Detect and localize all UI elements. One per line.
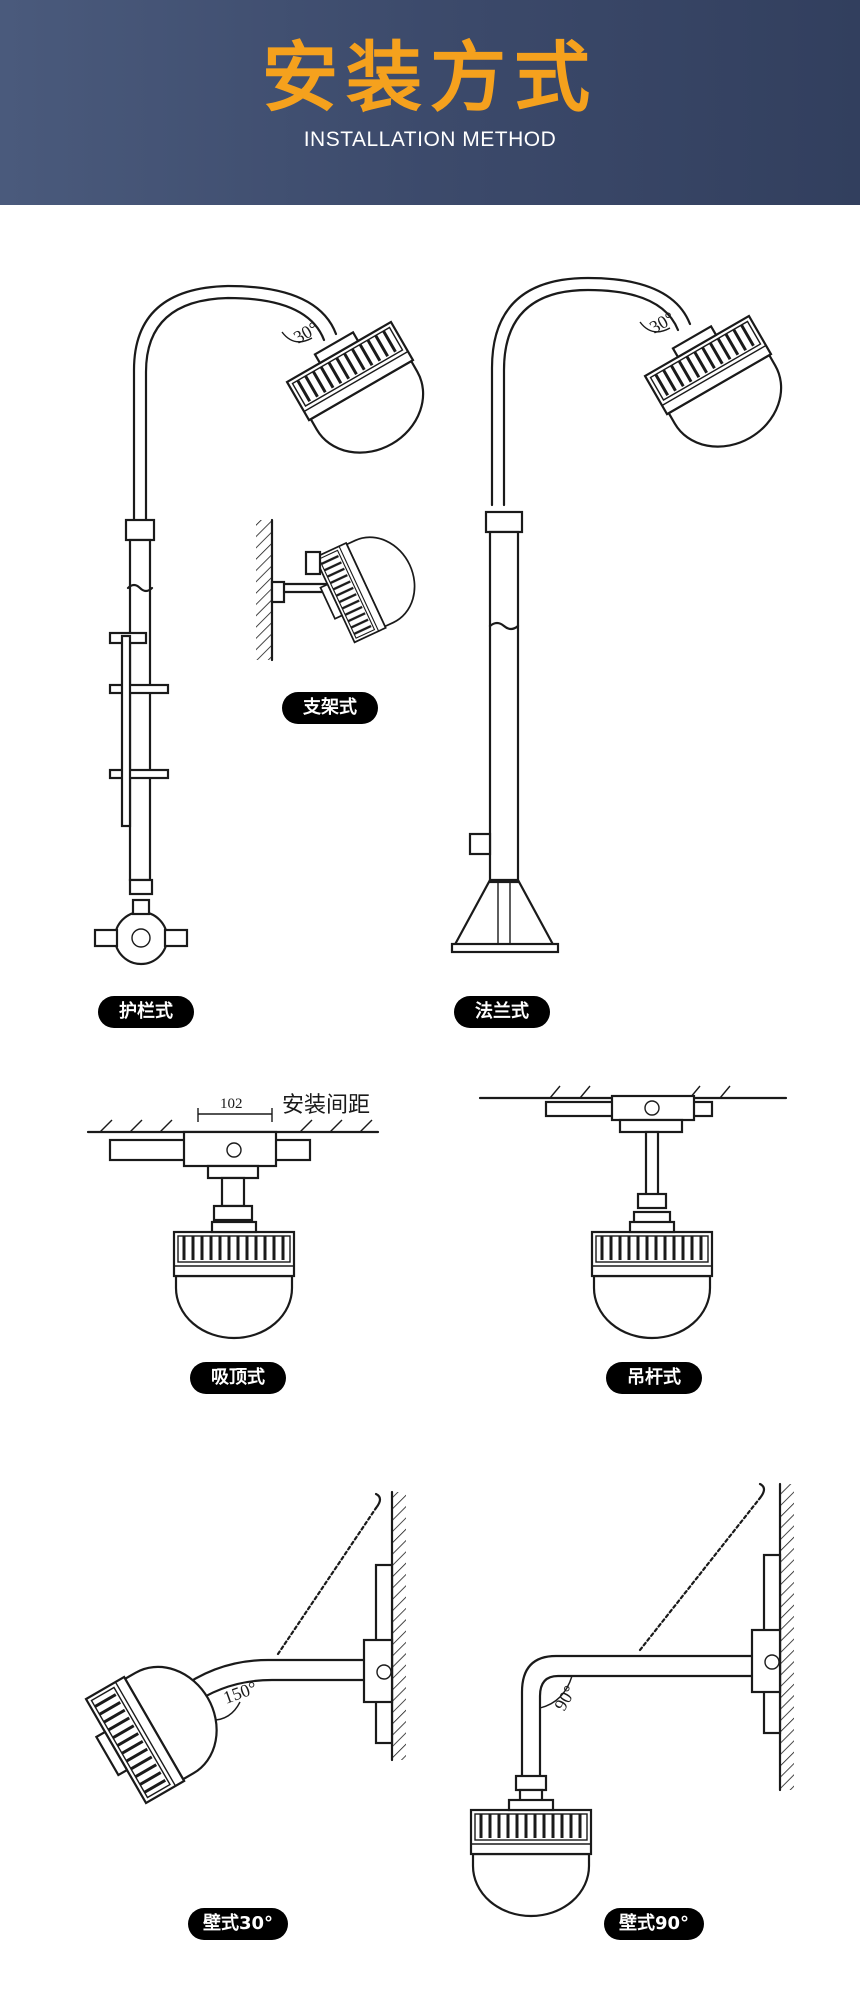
label-ceiling-mount: 吸顶式 [190, 1362, 286, 1394]
label-wall-90-mount: 壁式90° [604, 1908, 704, 1940]
bracket-mount-drawing [256, 518, 431, 662]
header-banner: 安装方式 INSTALLATION METHOD [0, 0, 860, 205]
pendant-rod-mount-drawing [478, 1085, 788, 1340]
page-title: 安装方式 [262, 33, 598, 122]
label-wall-30-mount: 壁式30° [188, 1908, 288, 1940]
ceiling-mount-drawing: 102 安装间距 [86, 1093, 380, 1340]
label-bracket-mount: 支架式 [282, 692, 378, 724]
wall-90-mount-drawing: 90° [469, 1482, 794, 1918]
spacing-label: 安装间距 [282, 1093, 370, 1118]
label-pendant-rod-mount: 吊杆式 [606, 1362, 702, 1394]
page-subtitle: INSTALLATION METHOD [303, 128, 557, 151]
label-guardrail-mount: 护栏式 [98, 996, 194, 1028]
guardrail-mount-drawing: 30° [93, 284, 446, 966]
wall-angle-90-label: 90° [550, 1682, 580, 1714]
flange-mount-drawing: 30° [450, 276, 804, 954]
wall-30-mount-drawing: 150° [76, 1490, 406, 1810]
arm-angle-label-1: 30° [290, 318, 322, 348]
label-flange-mount: 法兰式 [454, 996, 550, 1028]
arm-angle-label-2: 30° [646, 308, 678, 338]
spacing-dimension: 102 [220, 1096, 243, 1112]
